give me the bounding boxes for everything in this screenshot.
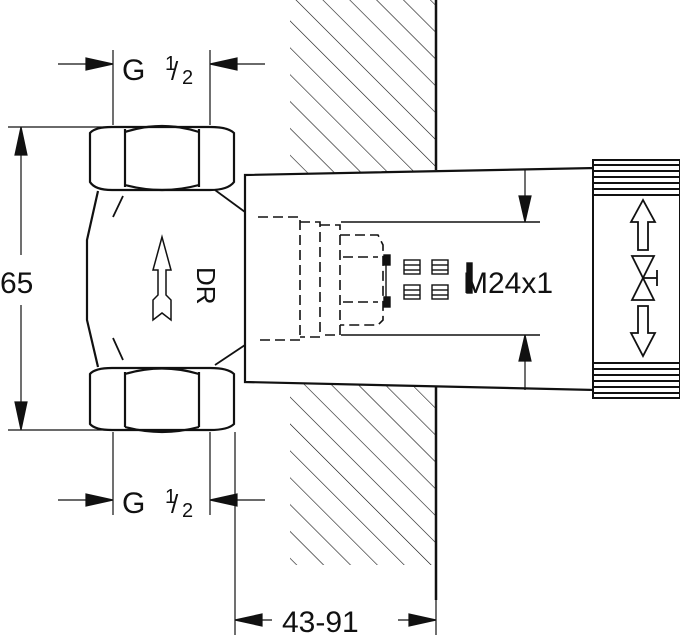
svg-text:/: / [171, 56, 179, 86]
knurled-cap [592, 159, 680, 399]
dimension-wall-depth: 43-91 [282, 606, 359, 635]
internal-bore [341, 221, 540, 336]
wall-section [290, 0, 438, 600]
spindle-splines [383, 254, 473, 308]
body-label: DR [191, 267, 221, 305]
svg-text:1: 1 [165, 53, 176, 75]
dimension-spindle-thread: M24x1 [463, 267, 553, 300]
dimension-top-thread: G 1 / 2 [122, 53, 193, 89]
shutoff-valve-icon [630, 255, 658, 301]
svg-text:2: 2 [182, 67, 193, 89]
svg-text:2: 2 [182, 500, 193, 522]
flow-direction-arrow-icon [152, 234, 172, 322]
svg-text:G: G [122, 487, 145, 520]
internal-cartridge-hidden [258, 216, 384, 341]
dimension-lines [8, 50, 532, 635]
dimension-bottom-thread: G 1 / 2 [122, 486, 193, 522]
svg-text:/: / [171, 489, 179, 519]
svg-text:G: G [122, 54, 145, 87]
hex-nut-top [88, 124, 236, 192]
arrow-up-icon [629, 198, 657, 251]
arrow-down-icon [629, 305, 657, 358]
valve-body [85, 189, 246, 368]
svg-text:1: 1 [165, 486, 176, 508]
dimension-height: 65 [0, 267, 33, 300]
hex-nut-bottom [88, 366, 236, 434]
